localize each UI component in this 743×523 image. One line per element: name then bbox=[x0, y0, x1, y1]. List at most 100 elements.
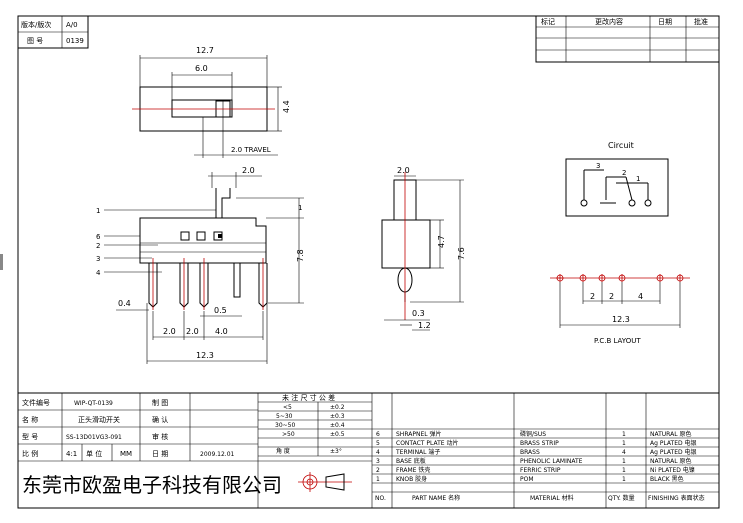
tol-value-3: ±0.5 bbox=[330, 431, 345, 438]
pcb-dim-2: 2 bbox=[609, 292, 614, 301]
dim-end-03: 0.3 bbox=[412, 309, 425, 318]
bom-material-2: BRASS bbox=[520, 449, 540, 456]
revision-col-mark: 标记 bbox=[541, 17, 555, 26]
dim-top-height: 4.4 bbox=[282, 100, 291, 113]
bom-header: NO. PART NAME 名称 MATERIAL 材料 QTY. 数量 FIN… bbox=[375, 494, 705, 502]
callout-6: 6 bbox=[96, 233, 101, 241]
dim-knob-width: 2.0 bbox=[242, 166, 255, 175]
tol-range-0: <5 bbox=[283, 404, 292, 411]
bom-header-part: PART NAME 名称 bbox=[412, 494, 460, 502]
dim-travel: 2.0 TRAVEL bbox=[231, 146, 271, 154]
bom-part-0: SHRAPNEL 弹片 bbox=[396, 430, 442, 438]
tb-review-label: 审 核 bbox=[152, 432, 168, 441]
bom-finish-2: Ag PLATED 电银 bbox=[650, 448, 697, 456]
dim-end-12: 1.2 bbox=[418, 321, 431, 330]
dim-bottom-width: 12.3 bbox=[196, 351, 214, 360]
revision-col-content: 更改内容 bbox=[595, 17, 623, 26]
bom-qty-4: 1 bbox=[622, 467, 626, 474]
bom-finish-3: NATURAL 原色 bbox=[650, 457, 691, 465]
tolerance-title: 未 注 尺 寸 公 差 bbox=[282, 393, 335, 402]
dim-end-knob: 2.0 bbox=[397, 166, 410, 175]
tb-drawn-label: 制 图 bbox=[152, 398, 168, 407]
bom-header-finish: FINISHING 表面状态 bbox=[648, 494, 705, 502]
header-left-box: 版本/版次 A/0 图 号 0139 bbox=[17, 15, 89, 49]
bom-material-3: PHENOLIC LAMINATE bbox=[520, 458, 583, 465]
bom-no-4: 2 bbox=[376, 467, 380, 474]
bom-no-3: 3 bbox=[376, 458, 380, 465]
bom-finish-5: BLACK 黑色 bbox=[650, 475, 684, 483]
tb-date-value: 2009.12.01 bbox=[200, 451, 235, 458]
drawing-no-value: 0139 bbox=[66, 37, 84, 45]
dim-pitch-2: 2.0 bbox=[186, 327, 199, 336]
tb-date-label: 日 期 bbox=[152, 450, 168, 458]
bom-material-0: 磷铜/SUS bbox=[520, 430, 546, 438]
bom-header-qty: QTY. 数量 bbox=[608, 494, 635, 502]
dim-pitch-3: 4.0 bbox=[215, 327, 228, 336]
tol-value-1: ±0.3 bbox=[330, 413, 345, 420]
bom-row: 2 FRAME 铁壳 FERRIC STRIP 1 Ni PLATED 电镍 bbox=[376, 466, 695, 474]
circuit-diagram: Circuit 1 2 3 bbox=[565, 141, 669, 217]
bom-part-3: BASE 底板 bbox=[396, 457, 426, 465]
version-value: A/0 bbox=[66, 21, 78, 29]
bom-row: 5 CONTACT PLATE 动片 BRASS STRIP 1 Ag PLAT… bbox=[376, 439, 697, 447]
end-view: 2.0 4.7 7.6 0.3 1.2 bbox=[381, 166, 466, 331]
projection-symbol bbox=[298, 472, 352, 492]
revision-col-date: 日期 bbox=[658, 18, 672, 26]
bom-no-2: 4 bbox=[376, 449, 380, 456]
bom-qty-0: 1 bbox=[622, 431, 626, 438]
revision-col-approve: 批准 bbox=[694, 17, 708, 26]
dim-pin-width: 0.4 bbox=[118, 299, 131, 308]
bom-row: 4 TERMINAL 端子 BRASS 4 Ag PLATED 电银 bbox=[376, 448, 697, 456]
sheet-border bbox=[17, 15, 720, 509]
tol-range-3: >50 bbox=[282, 431, 295, 438]
bom-qty-5: 1 bbox=[622, 476, 626, 483]
pcb-label: P.C.B LAYOUT bbox=[594, 337, 641, 345]
tol-range-2: 30~50 bbox=[275, 422, 295, 429]
callout-2: 2 bbox=[96, 242, 100, 250]
tol-value-0: ±0.2 bbox=[330, 404, 345, 411]
dim-knob-height-mark: 1 bbox=[298, 204, 302, 212]
tb-name-value: 正头滑动开关 bbox=[78, 415, 120, 424]
bom-part-4: FRAME 铁壳 bbox=[396, 466, 430, 474]
bom-row: 6 SHRAPNEL 弹片 磷铜/SUS 1 NATURAL 原色 bbox=[376, 430, 691, 438]
tol-range-4: 角 度 bbox=[276, 447, 290, 455]
tol-value-4: ±3° bbox=[330, 448, 342, 455]
tol-value-2: ±0.4 bbox=[330, 422, 345, 429]
version-label: 版本/版次 bbox=[21, 20, 51, 29]
pcb-dim-3: 4 bbox=[638, 292, 643, 301]
bom-material-5: POM bbox=[520, 476, 534, 483]
tb-name-label: 名 称 bbox=[22, 415, 38, 424]
dim-end-76: 7.6 bbox=[457, 247, 466, 260]
tb-confirm-label: 确 认 bbox=[152, 415, 168, 424]
pcb-dim-total: 12.3 bbox=[612, 315, 630, 324]
tb-model-value: SS-13D01VG3-091 bbox=[66, 434, 122, 441]
bom-part-1: CONTACT PLATE 动片 bbox=[396, 439, 458, 447]
title-block: 文件编号 WIP-QT-0139 制 图 名 称 正头滑动开关 确 认 型 号 … bbox=[17, 392, 720, 509]
scroll-handle[interactable] bbox=[0, 254, 3, 270]
dim-top-width: 12.7 bbox=[196, 46, 214, 55]
bom-row: 3 BASE 底板 PHENOLIC LAMINATE 1 NATURAL 原色 bbox=[376, 457, 691, 465]
bom-no-0: 6 bbox=[376, 431, 380, 438]
bom-qty-2: 4 bbox=[622, 449, 626, 456]
tb-scale-label: 比 例 bbox=[22, 449, 38, 458]
callout-3: 3 bbox=[96, 255, 100, 263]
dim-top-inner: 6.0 bbox=[195, 64, 208, 73]
bom-header-no: NO. bbox=[375, 495, 386, 502]
callout-1: 1 bbox=[96, 207, 100, 215]
dim-pin-half: 0.5 bbox=[214, 306, 227, 315]
circuit-n2: 2 bbox=[622, 169, 626, 177]
bom-part-5: KNOB 胶身 bbox=[396, 475, 427, 483]
circuit-n1: 1 bbox=[636, 175, 640, 183]
dim-side-height: 7.8 bbox=[296, 249, 305, 262]
bom-qty-3: 1 bbox=[622, 458, 626, 465]
bom-finish-0: NATURAL 原色 bbox=[650, 430, 691, 438]
circuit-n3: 3 bbox=[596, 162, 600, 170]
bom-part-2: TERMINAL 端子 bbox=[395, 448, 440, 456]
tb-scale-value: 4:1 bbox=[66, 450, 77, 458]
tb-unit-label: 单 位 bbox=[86, 449, 102, 458]
top-view: 12.7 6.0 4.4 2.0 TRAVEL bbox=[132, 46, 291, 158]
tol-range-1: 5~30 bbox=[276, 413, 293, 420]
bom-no-5: 1 bbox=[376, 476, 380, 483]
bom-row: 1 KNOB 胶身 POM 1 BLACK 黑色 bbox=[376, 475, 684, 483]
